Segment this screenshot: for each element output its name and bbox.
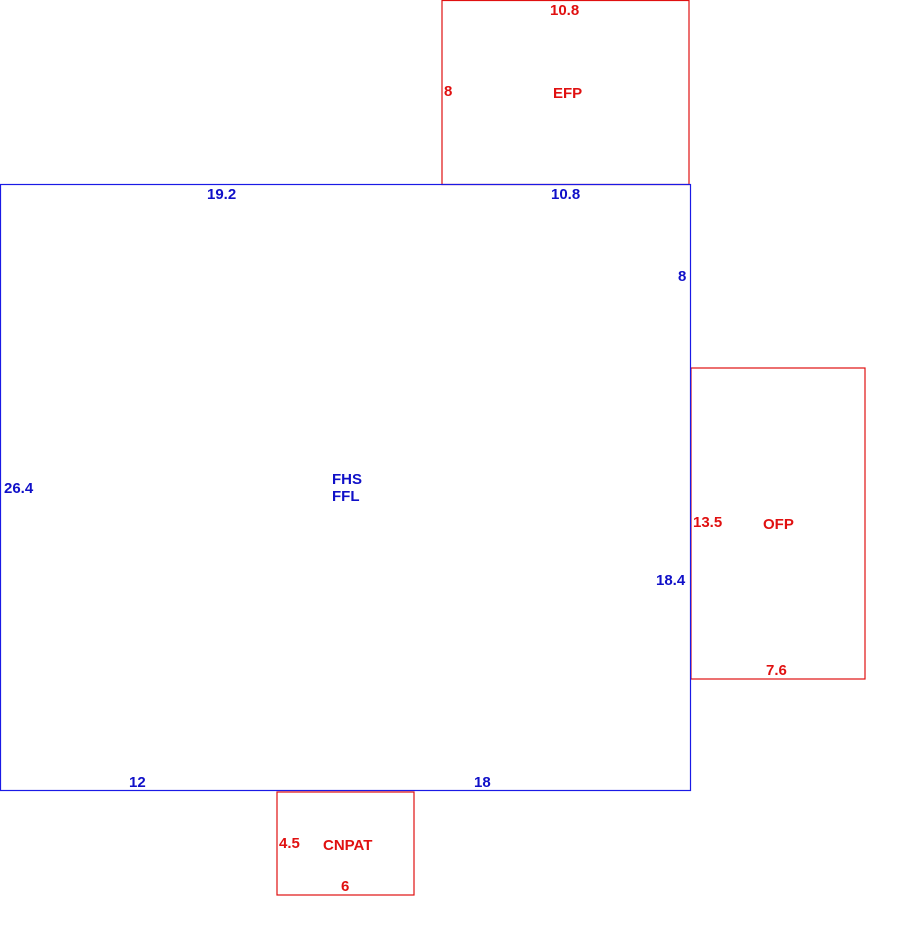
main-code-ffl: FFL (332, 488, 360, 505)
dim-right-lower: 18.4 (656, 572, 686, 589)
main-code-fhs: FHS (332, 471, 362, 488)
cnpat-dim-side: 4.5 (279, 835, 300, 852)
ofp-code: OFP (763, 516, 794, 533)
ofp-dim-side: 13.5 (693, 514, 722, 531)
cnpat-dim-bottom: 6 (341, 878, 349, 895)
efp-dim-side: 8 (444, 83, 452, 100)
cnpat-outline (276, 791, 415, 896)
efp-code: EFP (553, 85, 582, 102)
dim-top-left: 19.2 (207, 186, 236, 203)
dim-top-right: 10.8 (551, 186, 580, 203)
dim-left: 26.4 (4, 480, 34, 497)
dim-bottom-left: 12 (129, 774, 146, 791)
dim-bottom-right: 18 (474, 774, 491, 791)
dim-right-upper: 8 (678, 268, 686, 285)
ofp-dim-bottom: 7.6 (766, 662, 787, 679)
efp-dim-top: 10.8 (550, 2, 579, 19)
main-area-outline (0, 183, 692, 792)
cnpat-code: CNPAT (323, 837, 372, 854)
